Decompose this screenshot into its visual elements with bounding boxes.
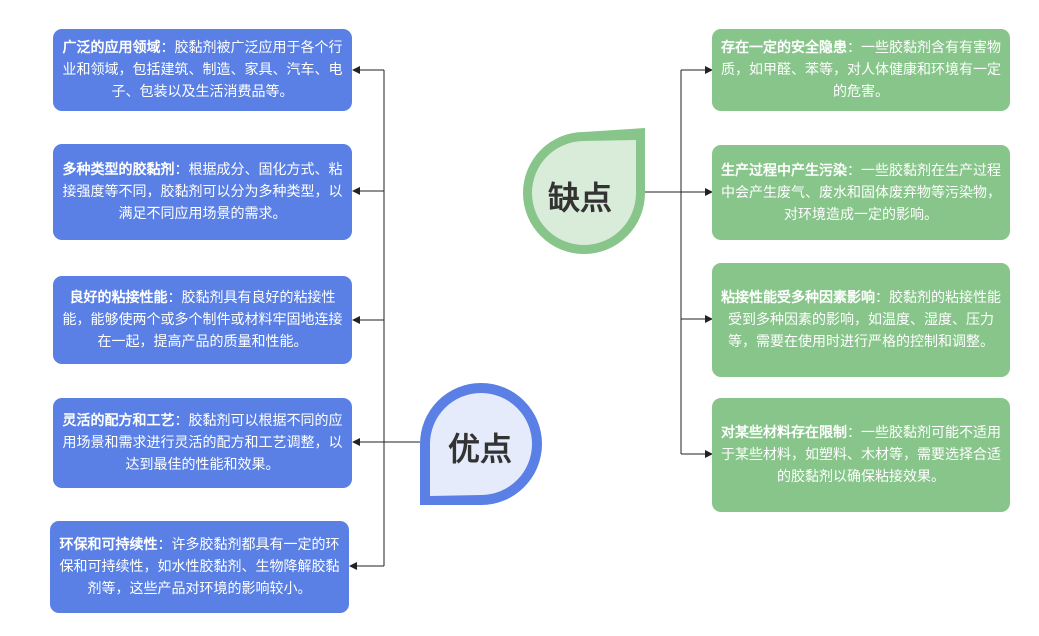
advantage-text: ：胶黏剂被广泛应用于各个行业和领域，包括建筑、制造、家具、汽车、电子、包装以及生… bbox=[62, 40, 343, 100]
advantage-title: 良好的粘接性能 bbox=[69, 290, 168, 306]
advantage-card-4: 灵活的配方和工艺：胶黏剂可以根据不同的应用场景和需求进行灵活的配方和工艺调整，以… bbox=[53, 398, 352, 488]
advantage-title: 灵活的配方和工艺 bbox=[62, 413, 175, 429]
advantages-hub-label: 优点 bbox=[448, 430, 513, 468]
disadvantage-title: 生产过程中产生污染 bbox=[721, 162, 847, 179]
advantage-title: 多种类型的胶黏剂 bbox=[62, 162, 175, 178]
disadvantage-card-1: 存在一定的安全隐患：一些胶黏剂含有有害物质，如甲醛、苯等，对人体健康和环境有一定… bbox=[712, 29, 1010, 111]
disadvantage-card-3: 粘接性能受多种因素影响：胶黏剂的粘接性能受到多种因素的影响，如温度、湿度、压力等… bbox=[712, 263, 1010, 377]
disadvantage-card-2: 生产过程中产生污染：一些胶黏剂在生产过程中会产生废气、废水和固体废弃物等污染物，… bbox=[712, 145, 1010, 240]
disadvantage-card-4: 对某些材料存在限制：一些胶黏剂可能不适用于某些材料，如塑料、木材等，需要选择合适… bbox=[712, 398, 1010, 512]
disadvantage-title: 对某些材料存在限制 bbox=[721, 425, 847, 441]
disadvantage-title: 存在一定的安全隐患 bbox=[721, 40, 847, 56]
advantage-text: ：胶黏剂可以根据不同的应用场景和需求进行灵活的配方和工艺调整，以达到最佳的性能和… bbox=[62, 413, 343, 473]
advantage-card-3: 良好的粘接性能：胶黏剂具有良好的粘接性能，能够使两个或多个制件或材料牢固地连接在… bbox=[53, 276, 352, 364]
advantage-card-2: 多种类型的胶黏剂：根据成分、固化方式、粘接强度等不同，胶黏剂可以分为多种类型，以… bbox=[53, 144, 352, 240]
disadvantage-text: ：一些胶黏剂含有有害物质，如甲醛、苯等，对人体健康和环境有一定的危害。 bbox=[721, 40, 1001, 100]
disadvantages-hub-label: 缺点 bbox=[548, 179, 613, 217]
advantage-title: 广泛的应用领域 bbox=[62, 40, 161, 56]
disadvantages-hub-shape bbox=[523, 128, 645, 254]
advantage-card-1: 广泛的应用领域：胶黏剂被广泛应用于各个行业和领域，包括建筑、制造、家具、汽车、电… bbox=[53, 29, 352, 111]
disadvantage-text: ：胶黏剂的粘接性能受到多种因素的影响，如温度、湿度、压力等，需要在使用时进行严格… bbox=[728, 290, 1001, 350]
advantages-hub-shape bbox=[420, 383, 542, 505]
disadvantage-text: ：一些胶黏剂在生产过程中会产生废气、废水和固体废弃物等污染物，对环境造成一定的影… bbox=[721, 162, 1001, 223]
advantage-text: ：许多胶黏剂都具有一定的环保和可持续性，如水性胶黏剂、生物降解胶黏剂等，这些产品… bbox=[59, 537, 340, 597]
disadvantage-title: 粘接性能受多种因素影响 bbox=[721, 290, 875, 306]
advantage-text: ：胶黏剂具有良好的粘接性能，能够使两个或多个制件或材料牢固地连接在一起，提高产品… bbox=[62, 290, 343, 350]
advantage-title: 环保和可持续性 bbox=[59, 537, 158, 553]
disadvantage-text: ：一些胶黏剂可能不适用于某些材料，如塑料、木材等，需要选择合适的胶黏剂以确保粘接… bbox=[721, 425, 1001, 485]
advantage-card-5: 环保和可持续性：许多胶黏剂都具有一定的环保和可持续性，如水性胶黏剂、生物降解胶黏… bbox=[50, 521, 349, 613]
advantage-text: ：根据成分、固化方式、粘接强度等不同，胶黏剂可以分为多种类型，以满足不同应用场景… bbox=[62, 162, 343, 222]
